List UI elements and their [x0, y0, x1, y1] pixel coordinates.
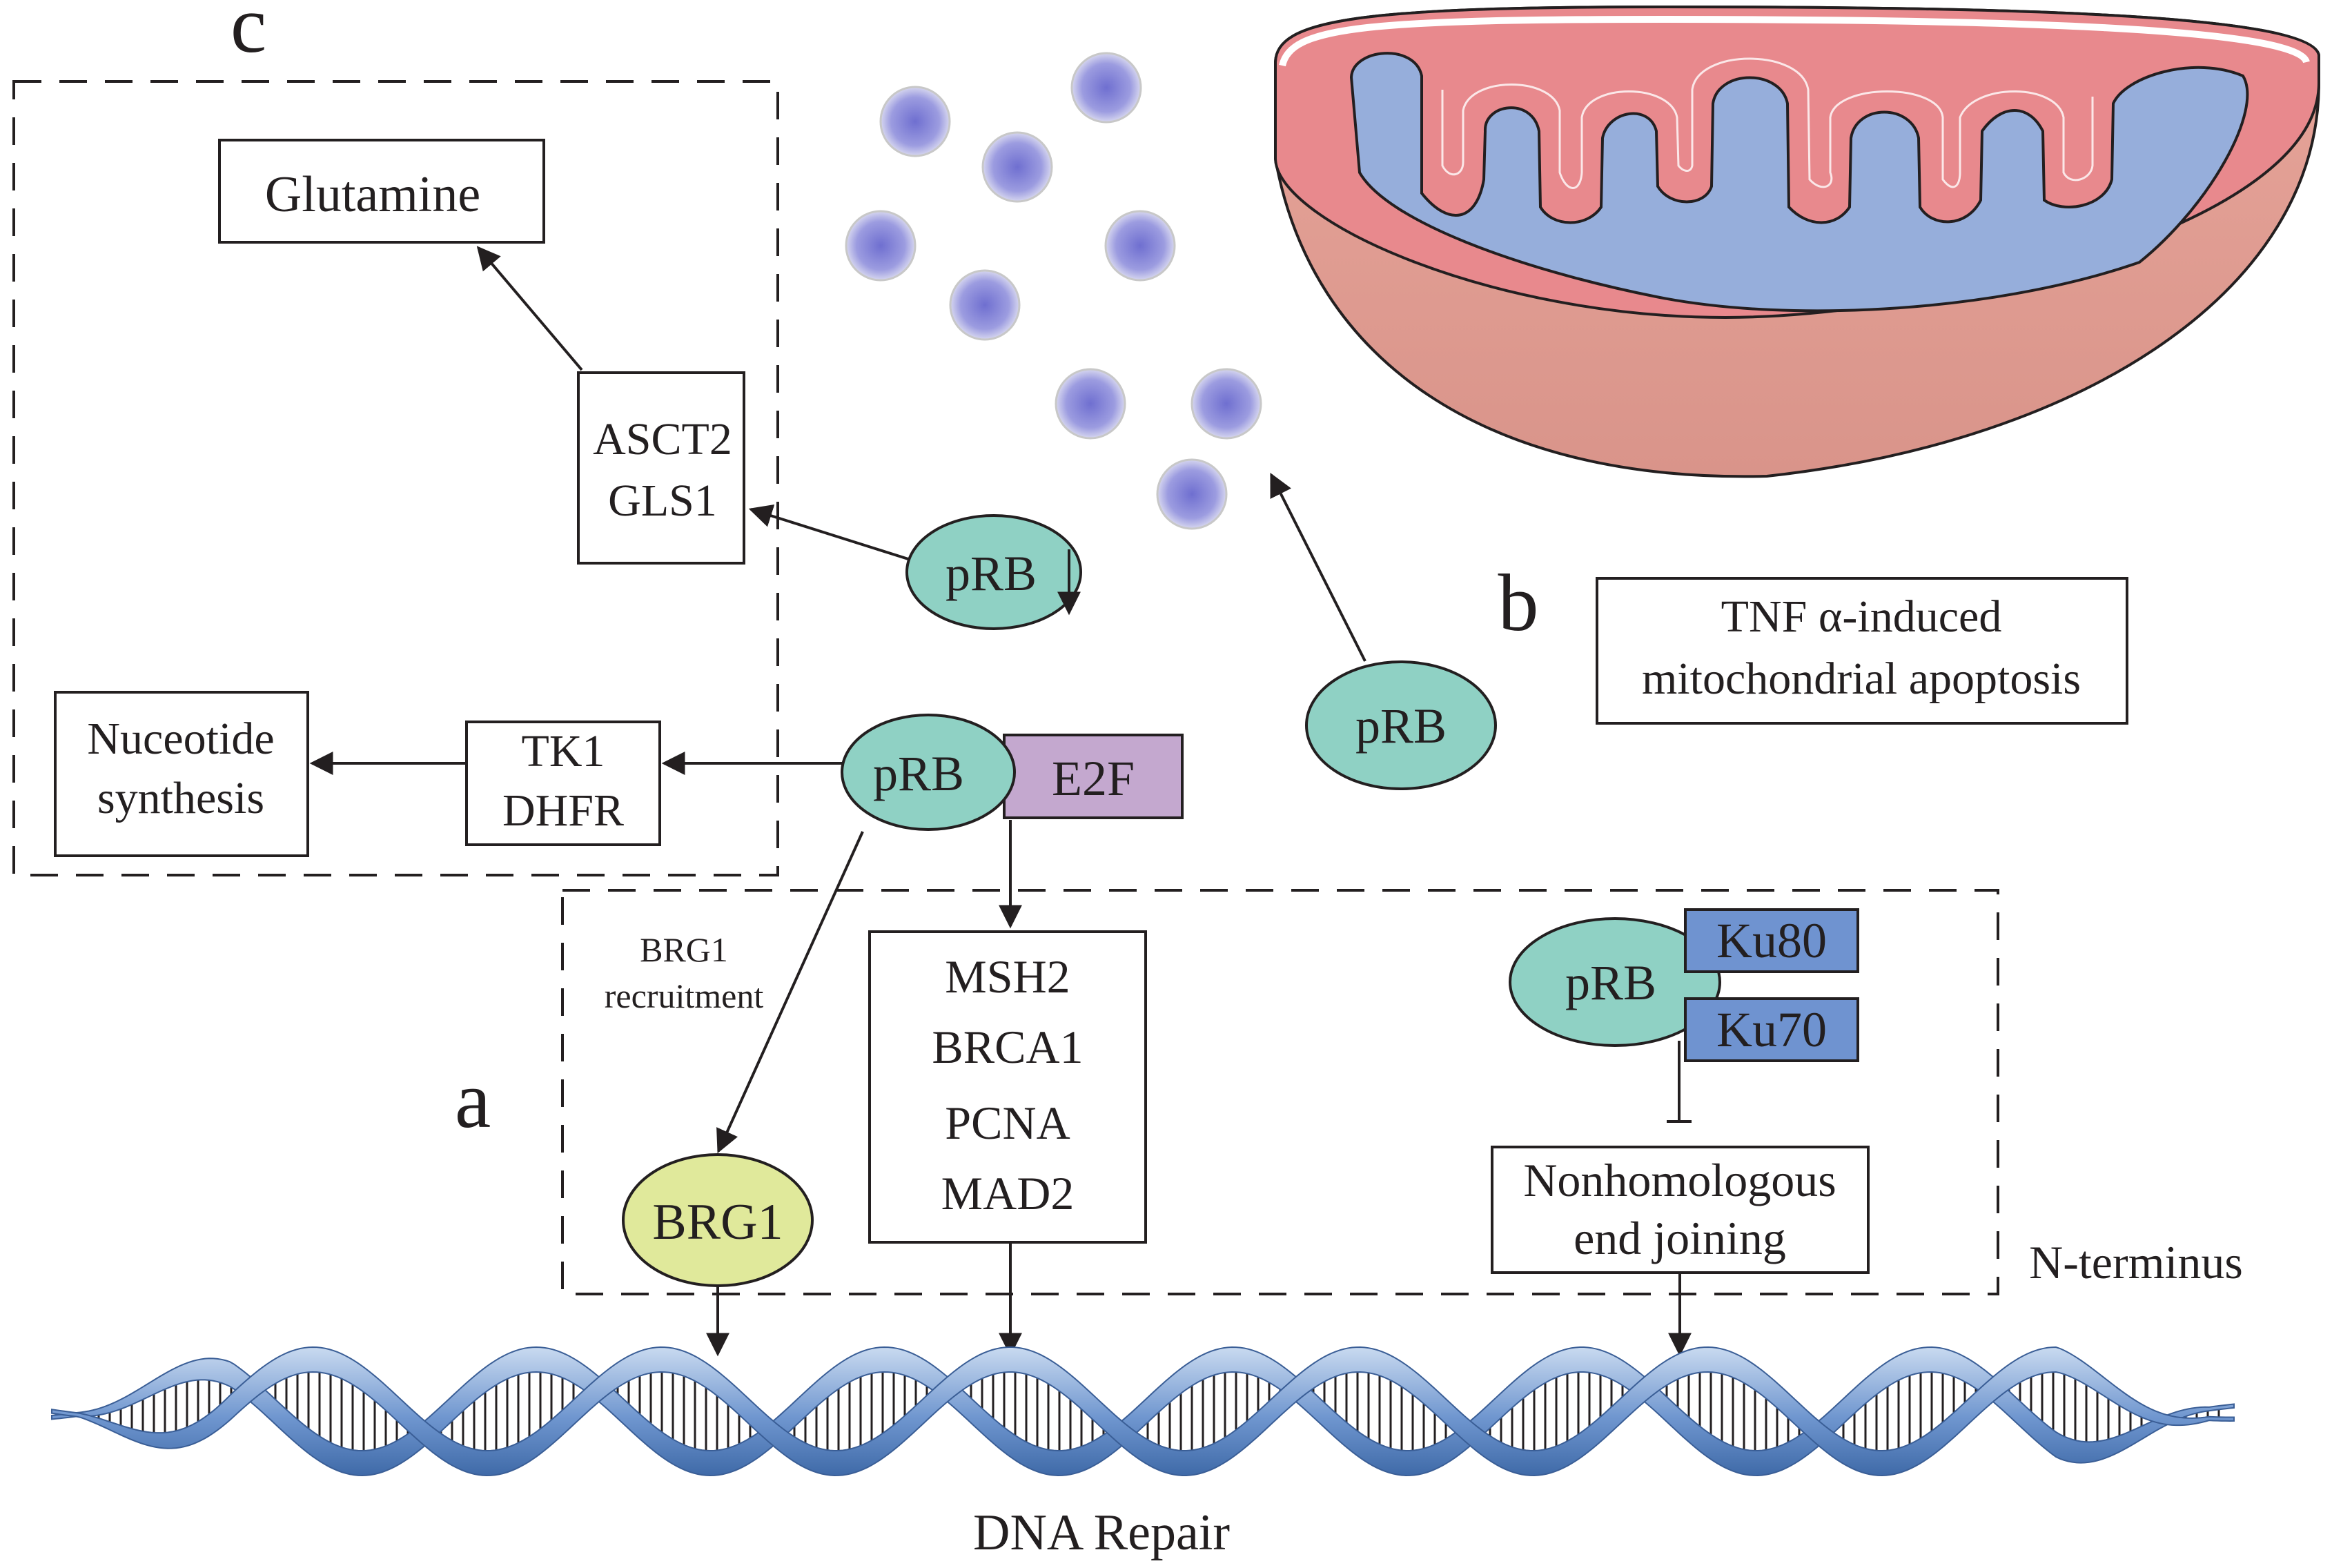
tnf-label-line2: mitochondrial apoptosis — [1642, 654, 2081, 704]
arrow-prb-to-brg1 — [716, 831, 864, 1154]
glutamine-box — [218, 139, 545, 244]
brg1-recruitment-line1: BRG1 — [640, 930, 728, 969]
nucleotide-label-line1: Nuceotide — [87, 714, 274, 764]
ku70-label: Ku70 — [1716, 1002, 1827, 1057]
panel-label-c: c — [231, 0, 266, 70]
tk1-label: TK1 — [522, 726, 605, 776]
cytochrome-c-particle-icon — [949, 269, 1021, 341]
brg1-label: BRG1 — [652, 1194, 783, 1251]
panel-a-boundary — [561, 889, 1999, 1295]
prb-downregulated-node — [905, 514, 1082, 630]
n-terminus-label: N-terminus — [2029, 1236, 2243, 1288]
dhfr-label: DHFR — [502, 785, 624, 836]
arrow-asct2-to-glutamine — [476, 246, 583, 371]
cytochrome-c-particle-icon — [981, 131, 1053, 203]
prb-e2f-node — [841, 714, 1016, 831]
panel-c-boundary — [12, 80, 779, 876]
cytochrome-c-particle-icon — [1156, 458, 1228, 530]
prb-ku-label: pRB — [1565, 955, 1656, 1010]
dna-strand-front — [51, 1346, 2235, 1477]
nhej-label-line1: Nonhomologous — [1523, 1154, 1836, 1206]
dna-repair-label: DNA Repair — [973, 1505, 1230, 1561]
panel-label-a: a — [455, 1055, 491, 1145]
cytochrome-c-particle-icon — [1070, 52, 1142, 124]
arrow-prb-to-mitochondria — [1270, 472, 1366, 662]
e2f-label: E2F — [1052, 751, 1135, 806]
cytochrome-c-particle-icon — [879, 86, 951, 157]
prb-e2f-label: pRB — [873, 746, 964, 801]
cytochrome-c-particle-icon — [1191, 368, 1262, 440]
prb-downregulated-label: pRB — [945, 546, 1037, 601]
e2f-targets-box — [868, 930, 1147, 1244]
nhej-label-line2: end joining — [1574, 1212, 1786, 1264]
dna-double-helix-icon — [51, 1346, 2235, 1477]
nucleotide-label-line2: synthesis — [97, 773, 264, 823]
tnf-apoptosis-box — [1596, 577, 2128, 725]
target-brca1: BRCA1 — [932, 1021, 1083, 1073]
tk1-dhfr-box — [465, 721, 661, 846]
cytochrome-c-particles — [845, 52, 1262, 530]
mitochondrion-icon — [1274, 5, 2320, 478]
panel-label-b: b — [1498, 558, 1539, 648]
prb-apoptosis-node — [1305, 660, 1497, 790]
asct2-gls1-box — [577, 371, 745, 565]
glutamine-label: Glutamine — [265, 166, 480, 223]
nucleotide-synthesis-box — [54, 691, 309, 857]
ku80-label: Ku80 — [1716, 913, 1827, 968]
target-msh2: MSH2 — [945, 950, 1070, 1003]
tnf-label-line1: TNF α-induced — [1721, 591, 2002, 642]
prb-ku-node — [1509, 917, 1721, 1047]
ku70-box — [1684, 997, 1859, 1062]
gls1-label: GLS1 — [608, 476, 717, 526]
cytochrome-c-particle-icon — [1104, 210, 1176, 282]
cytochrome-c-particle-icon — [845, 210, 917, 282]
brg1-recruitment-line2: recruitment — [605, 977, 764, 1015]
target-mad2: MAD2 — [941, 1167, 1075, 1219]
prb-apoptosis-label: pRB — [1355, 698, 1447, 754]
ku80-box — [1684, 908, 1859, 973]
arrow-prb-to-asct2 — [748, 504, 909, 560]
nhej-box — [1491, 1146, 1870, 1274]
asct2-label: ASCT2 — [593, 414, 732, 464]
target-pcna: PCNA — [945, 1097, 1070, 1149]
cytochrome-c-particle-icon — [1055, 368, 1126, 440]
